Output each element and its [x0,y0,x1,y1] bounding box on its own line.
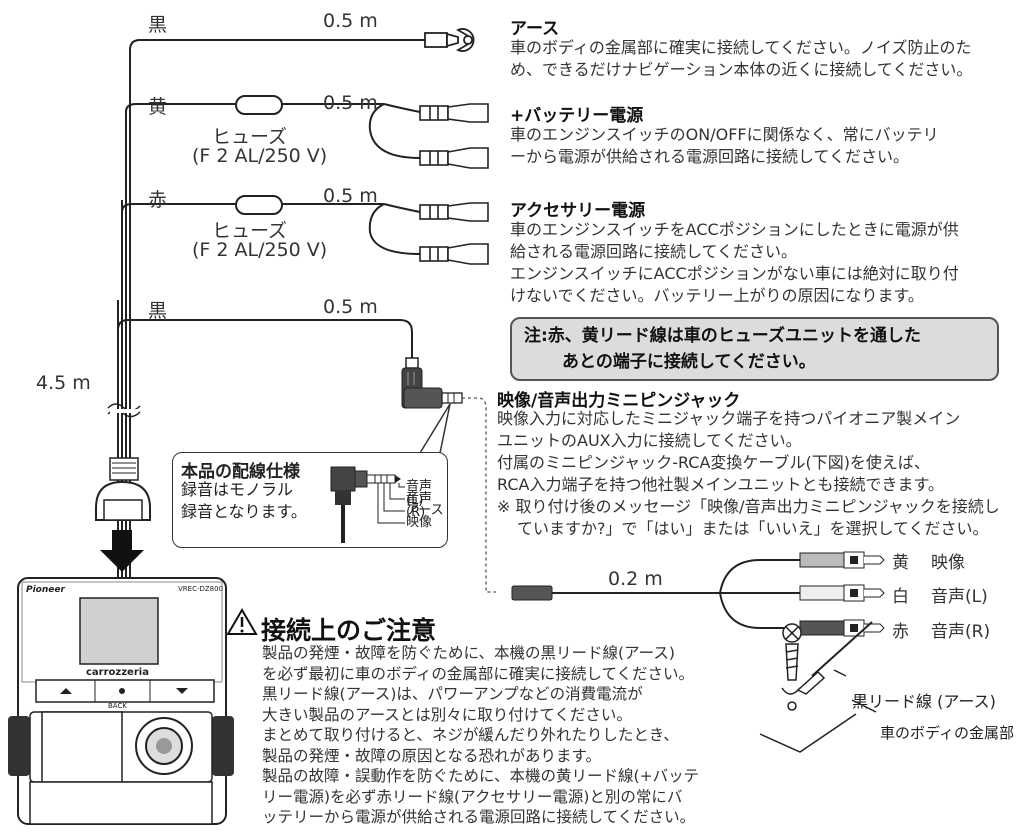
pin-label: 音声(L) [406,479,433,508]
ring-terminal-icon [424,28,475,52]
device-back-label: BACK [108,702,127,710]
plug-pinout-diagram [330,466,405,543]
terminal-title-ground: アース [510,19,560,39]
pin-label: 音声(R) [406,491,433,520]
rca-plug-icon [799,584,885,602]
rca-plug-color: 赤 [892,622,909,642]
wire-color-label: 赤 [148,189,168,211]
wire-length-label: 0.5 m [323,92,378,114]
rca-plug-signal: 音声(L) [931,587,988,607]
center-button-icon [119,688,125,694]
wire-length-label: 0.5 m [323,10,378,32]
mini-jack-plug-icon [401,357,463,409]
wire-color-label: 黄 [148,96,168,118]
device-logo: carrozzeria [86,667,149,678]
warning-icon [226,608,258,635]
dashcam-device [8,577,234,825]
power-connector-icon [95,457,151,521]
ground-screw-diagram [759,621,877,753]
terminal-desc-accessory: 車のエンジンスイッチをACCポジションにしたときに電源が供給される電源回路に接続… [510,220,959,305]
fuse-holder-yellow [235,95,283,115]
caution-body: 製品の発煙・故障を防ぐために、本機の黒リード線(アース)を必ず最初に車のボディの… [262,644,700,826]
up-button-icon [60,688,72,694]
caution-title: 接続上のご注意 [261,616,437,645]
ground-lead-label: 黒リード線 (アース) [852,692,996,711]
pin-label: アース [406,503,444,518]
spec-title: 本品の配線仕様 [181,462,300,482]
wire-length-label: 0.5 m [323,185,378,207]
down-button-icon [176,688,188,694]
rca-plug-signal: 映像 [931,553,965,573]
mount-knob-left [8,716,30,776]
device-screen [79,597,159,665]
vehicle-body-label: 車のボディの金属部 [880,724,1014,742]
terminal-desc-battery: 車のエンジンスイッチのON/OFFに関係なく、常にバッテリーから電源が供給される… [510,125,939,166]
rca-plug-color: 黄 [892,553,909,573]
spade-connector-icon [419,147,489,169]
mount-knob-right [212,716,234,776]
device-model: VREC-DZ800 [178,585,224,593]
jack-title: 映像/音声出力ミニピンジャック [497,391,741,411]
wire-length-label: 0.5 m [323,296,378,318]
fuse-spec-label: (F 2 AL/250 V) [192,145,328,167]
rca-plug-color: 白 [892,587,909,607]
note-box: 注:赤、黄リード線は車のヒューズユニットを通した あとの端子に接続してください。 [510,317,999,381]
terminal-title-battery: +バッテリー電源 [510,106,644,126]
wire-black-ground [129,39,425,51]
arrow-down-icon [100,530,144,572]
terminal-title-accessory: アクセサリー電源 [510,201,646,221]
note-line: あとの端子に接続してください。 [562,352,816,372]
main-cable-length-label: 4.5 m [36,372,91,394]
wire-color-label: 黒 [148,300,168,322]
spade-connector-icon [419,202,489,222]
rca-plug-signal: 音声(R) [931,622,991,642]
terminal-desc-ground: 車のボディの金属部に確実に接続してください。ノイズ防止のため、できるだけナビゲー… [510,38,973,79]
jack-desc: 映像入力に対応したミニジャック端子を持つパイオニア製メインユニットのAUX入力に… [497,409,1000,538]
fuse-label: ヒューズ [212,126,288,148]
device-brand: Pioneer [26,585,65,595]
spec-desc: 録音はモノラル録音となります。 [181,480,307,521]
note-line: 注:赤、黄リード線は車のヒューズユニットを通した [524,326,921,346]
spade-connector-icon [419,103,489,123]
fuse-holder-red [235,195,283,215]
rca-jack-socket-icon [511,585,553,601]
spade-connector-icon [419,243,489,265]
rca-cable-length-label: 0.2 m [608,568,663,590]
wire-color-label: 黒 [148,14,168,36]
pin-label: 映像 [406,515,433,530]
fuse-label: ヒューズ [212,220,288,242]
fuse-spec-label: (F 2 AL/250 V) [192,239,328,261]
rca-plug-icon [799,551,885,569]
wiring-spec-callout: 本品の配線仕様 録音はモノラル録音となります。 音声(L) 音声(R) アース … [172,452,448,548]
